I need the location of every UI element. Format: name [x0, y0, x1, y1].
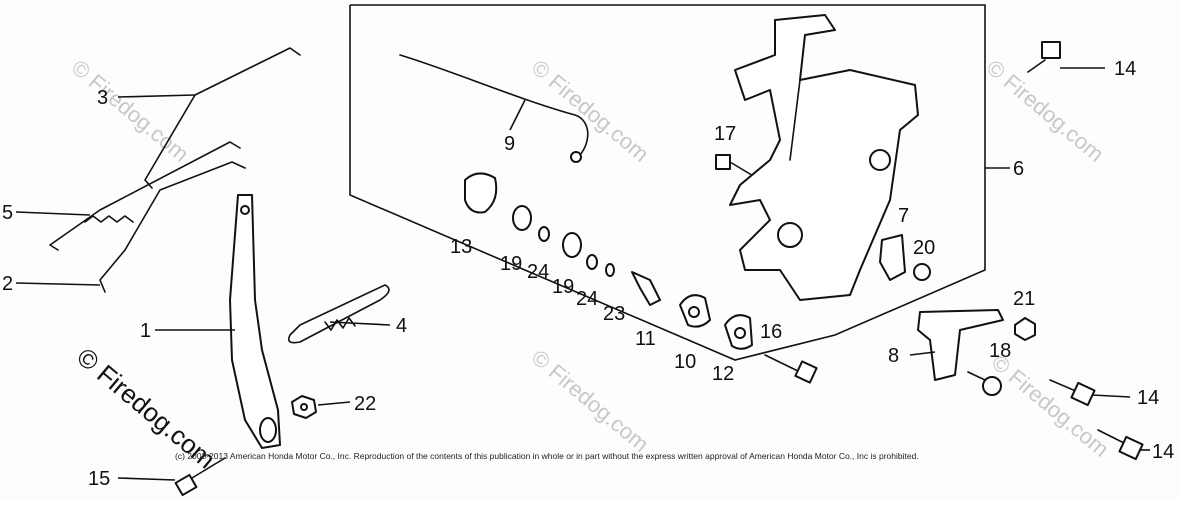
leader-lines [15, 67, 1150, 481]
callout-9: 9 [504, 133, 515, 155]
callout-8: 8 [888, 345, 899, 367]
bolt-part-14 [1049, 379, 1096, 407]
callout-4: 4 [396, 315, 407, 337]
assembly-frame [349, 4, 986, 361]
bolt-part-16 [764, 354, 818, 384]
callout-24: 24 [527, 261, 549, 283]
callout-21: 21 [1013, 288, 1035, 310]
collar-part-19 [562, 232, 582, 258]
cable-end [570, 151, 582, 163]
watermark: © Firedog.com [982, 55, 1109, 167]
callout-10: 10 [674, 351, 696, 373]
washer-part-24 [586, 254, 598, 270]
callout-20: 20 [913, 237, 935, 259]
spring-part-5 [84, 215, 134, 223]
spring-part-4 [287, 284, 390, 344]
callout-15: 15 [88, 468, 110, 490]
callout-12: 12 [712, 363, 734, 385]
bolt-part-18 [967, 371, 1002, 396]
callout-6: 6 [1013, 158, 1024, 180]
bolt-part-14 [1027, 41, 1061, 73]
nut-hole [300, 403, 308, 411]
callout-14: 14 [1137, 387, 1159, 409]
lever-pivot [259, 417, 277, 443]
washer-part-23 [605, 263, 615, 277]
lever-part-1 [229, 194, 281, 449]
callout-22: 22 [354, 393, 376, 415]
nut-part-21 [1014, 317, 1036, 341]
lever-hole [240, 205, 250, 215]
callout-2: 2 [2, 273, 13, 295]
bolt-part-14 [1097, 429, 1144, 461]
rod-part-3 [144, 47, 301, 189]
callout-11: 11 [635, 328, 656, 350]
cam-part-13 [464, 172, 498, 214]
callout-14: 14 [1114, 58, 1136, 80]
washer-part-24 [538, 226, 550, 242]
bracket-assembly-part-6 [729, 14, 919, 301]
arm-part-11 [631, 271, 661, 306]
bolt-part-15 [174, 457, 226, 497]
nut-part-20 [913, 263, 931, 281]
callout-19: 19 [500, 253, 522, 275]
bracket-part-8 [917, 309, 1004, 381]
rod-part-2 [99, 161, 246, 293]
clip-part-7 [879, 234, 906, 281]
watermark: © Firedog.com [527, 345, 654, 457]
callout-7: 7 [898, 205, 909, 227]
collar-part-19 [512, 205, 532, 231]
callouts: 3 5 2 1 4 22 15 9 13 19 24 19 24 23 11 1… [2, 58, 1174, 490]
callout-1: 1 [140, 320, 151, 342]
callout-19: 19 [552, 276, 574, 298]
copyright-notice: (c) 2003-2013 American Honda Motor Co., … [175, 451, 919, 461]
callout-13: 13 [450, 236, 472, 258]
cable-part-9 [399, 54, 589, 156]
callout-24: 24 [576, 288, 598, 310]
spring-rod-part-5 [49, 141, 241, 251]
callout-18: 18 [989, 340, 1011, 362]
callout-16: 16 [760, 321, 782, 343]
watermark: © Firedog.com [527, 55, 654, 167]
watermark: © Firedog.com [67, 55, 194, 167]
spring-coil-part-4 [324, 317, 356, 331]
callout-3: 3 [97, 87, 108, 109]
watermark: © Firedog.com [987, 350, 1114, 462]
callout-17: 17 [714, 123, 736, 145]
callout-23: 23 [603, 303, 625, 325]
callout-5: 5 [2, 202, 13, 224]
callout-14: 14 [1152, 441, 1174, 463]
